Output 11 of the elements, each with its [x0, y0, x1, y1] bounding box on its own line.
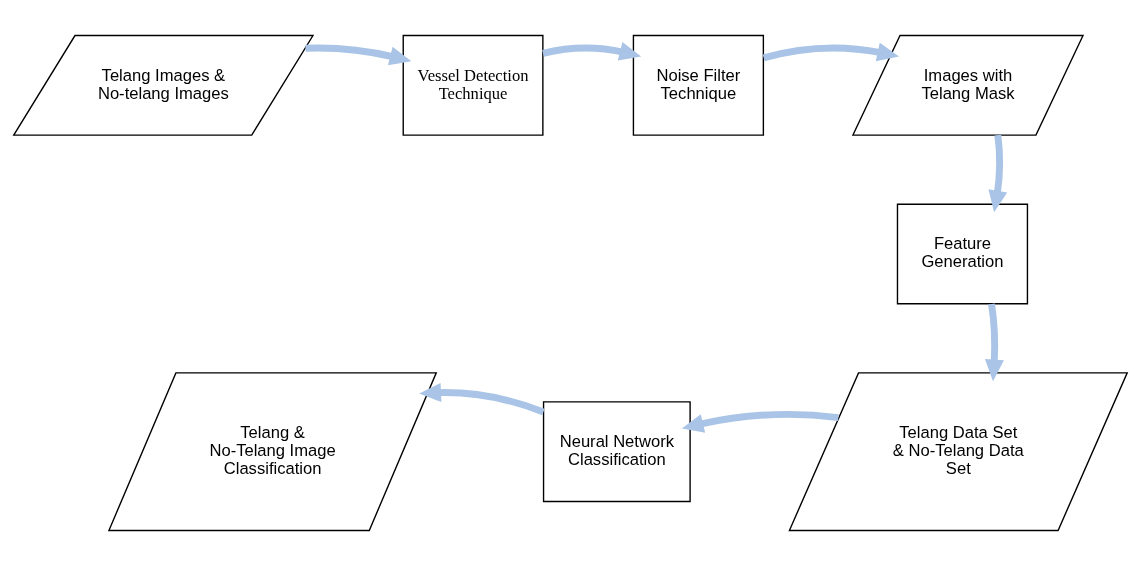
arrow	[681, 410, 839, 433]
node-box: Neural Network Classification	[542, 400, 691, 502]
arrow	[542, 41, 642, 61]
node-box: Feature Generation	[896, 203, 1029, 304]
arrow	[305, 44, 412, 65]
arrow	[762, 42, 900, 61]
arrow	[988, 134, 1008, 212]
node-box: Vessel Detection Technique	[402, 34, 544, 136]
node-box: Noise Filter Technique	[632, 34, 765, 136]
arrow	[419, 382, 545, 415]
arrow	[984, 303, 1004, 381]
